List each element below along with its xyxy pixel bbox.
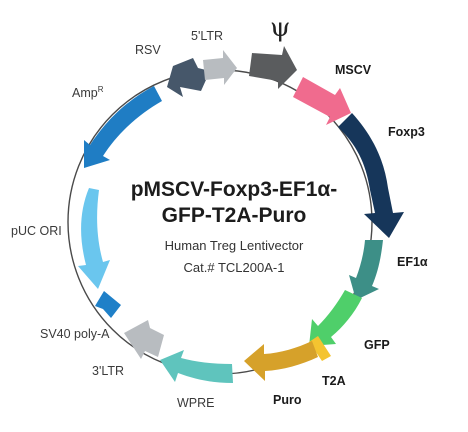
amp-arrow [84,86,162,168]
3ltr-arrow [124,320,164,359]
rsv-arrow [167,58,210,97]
label-amp-sup: R [98,85,104,94]
plasmid-catalog: Cat.# TCL200A-1 [184,260,285,275]
sv40-arrow [95,291,121,318]
label-amp-main: Amp [72,86,98,100]
feature-arrows [78,46,404,383]
gfp-arrow [309,290,362,346]
puc-arrow [78,188,110,289]
label-puc: pUC ORI [11,224,62,238]
ef1a-arrow [349,240,383,300]
label-wpre: WPRE [177,396,215,410]
psi-arrow [249,46,297,89]
wpre-arrow [160,350,233,383]
plasmid-name-line1: pMSCV-Foxp3-EF1α- [131,178,338,201]
label-foxp3: Foxp3 [388,125,425,139]
t2a-arrow [309,336,331,361]
center-info: pMSCV-Foxp3-EF1α- GFP-T2A-Puro Human Tre… [131,178,338,275]
feature-labels: RSV 5'LTR ψ MSCV Foxp3 EF1α GFP T2A Puro… [11,13,428,410]
label-amp: AmpR [72,85,104,100]
label-sv40: SV40 poly-A [40,327,110,341]
label-mscv: MSCV [335,63,372,77]
label-puro: Puro [273,393,302,407]
plasmid-name-line2: GFP-T2A-Puro [162,204,307,227]
mscv-arrow [293,77,351,125]
label-psi: ψ [270,13,290,43]
foxp3-arrow [338,113,404,238]
label-rsv: RSV [135,43,161,57]
label-5ltr: 5'LTR [191,29,223,43]
label-3ltr: 3'LTR [92,364,124,378]
label-ef1a: EF1α [397,255,428,269]
label-gfp: GFP [364,338,390,352]
5ltr-arrow [203,50,237,85]
puro-arrow [244,341,318,381]
plasmid-description: Human Treg Lentivector [165,238,304,253]
label-t2a: T2A [322,374,346,388]
